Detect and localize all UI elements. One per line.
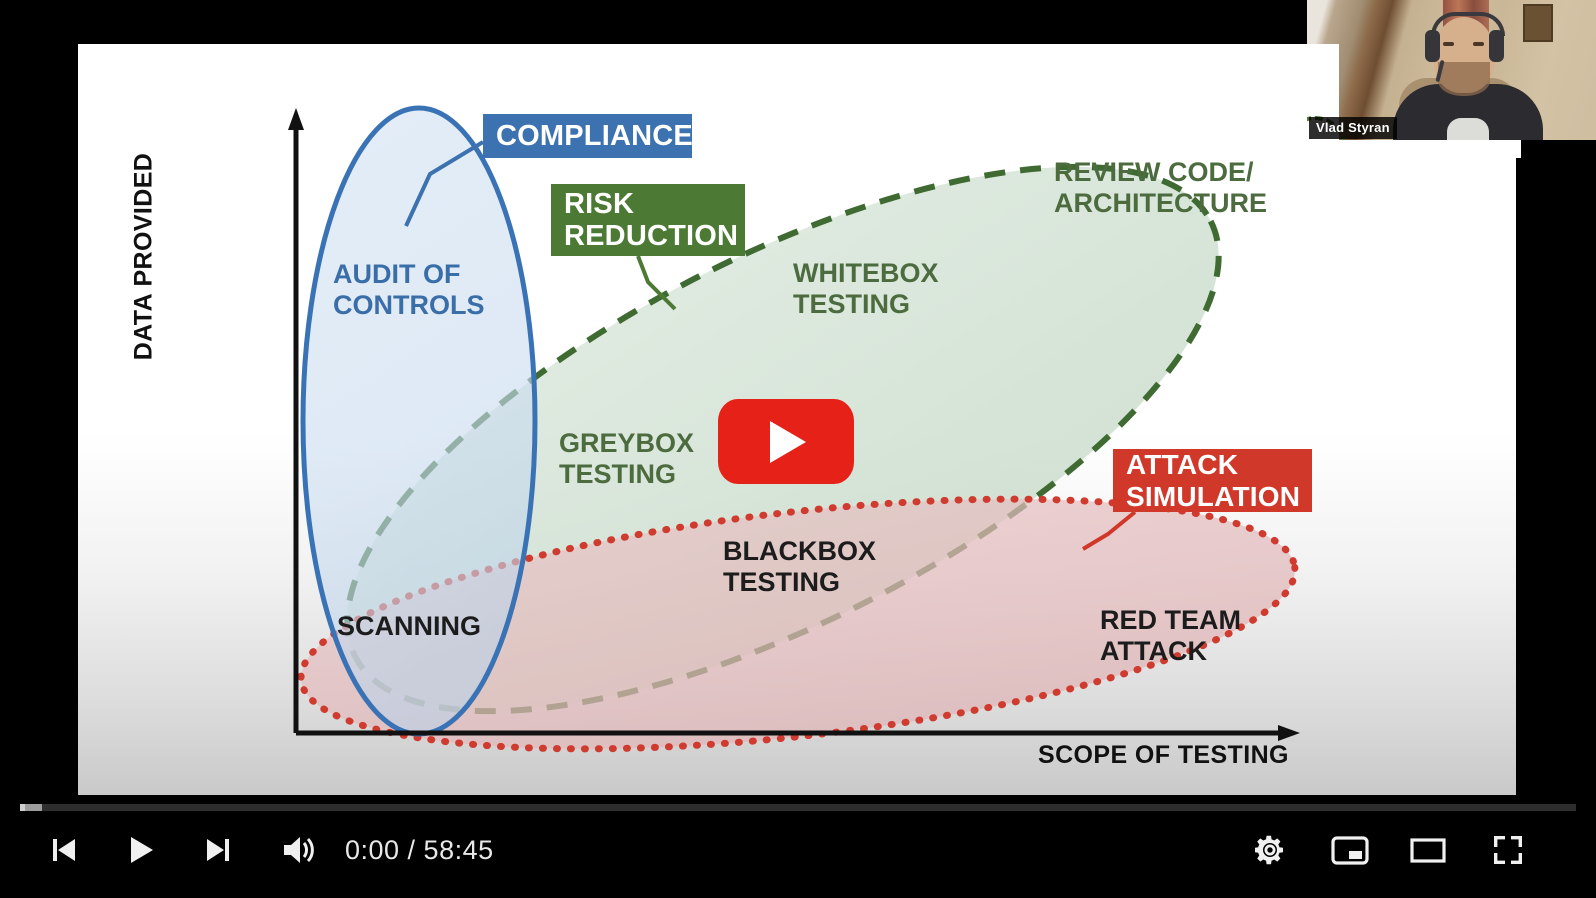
region-label-review-code-architecture: REVIEW CODE/ ARCHITECTURE <box>1054 157 1267 218</box>
y-axis-title: DATA PROVIDED <box>129 152 158 361</box>
previous-icon <box>48 834 80 866</box>
player-control-bar: 0:00 / 58:45 <box>0 792 1596 898</box>
theater-icon <box>1409 834 1447 866</box>
miniplayer-icon <box>1331 834 1369 866</box>
progress-bar-track[interactable] <box>20 804 1576 811</box>
fullscreen-button[interactable] <box>1480 826 1536 874</box>
settings-button[interactable] <box>1244 826 1296 874</box>
region-label-blackbox-testing: BLACKBOX TESTING <box>723 536 876 597</box>
play-triangle-icon <box>770 421 806 463</box>
fullscreen-icon <box>1491 833 1525 867</box>
volume-icon <box>281 834 317 866</box>
webcam-person-beard <box>1438 62 1490 96</box>
previous-button[interactable] <box>38 826 90 874</box>
callout-attack-simulation: ATTACK SIMULATION <box>1113 449 1312 512</box>
play-icon <box>124 833 158 867</box>
youtube-play-button-overlay[interactable] <box>718 399 854 484</box>
region-label-whitebox-testing: WHITEBOX TESTING <box>793 258 939 319</box>
region-label-greybox-testing: GREYBOX TESTING <box>559 428 695 489</box>
callout-compliance: COMPLIANCE <box>483 114 693 158</box>
headphone-earcup-left <box>1425 30 1440 62</box>
play-button[interactable] <box>112 826 170 874</box>
webcam-bottom-black-strip <box>1521 140 1596 158</box>
webcam-overlay[interactable]: Vlad Styran <box>1307 0 1596 158</box>
gear-icon <box>1253 833 1287 867</box>
next-icon <box>202 834 234 866</box>
mute-button[interactable] <box>272 826 326 874</box>
callout-leader-lines <box>404 140 1137 551</box>
progress-bar-buffered <box>20 804 42 811</box>
webcam-person-eye-right <box>1473 42 1484 46</box>
time-display: 0:00 / 58:45 <box>345 834 494 865</box>
x-axis-title: SCOPE OF TESTING <box>1038 741 1289 769</box>
webcam-wall-picture <box>1523 4 1553 42</box>
headphone-earcup-right <box>1489 30 1504 62</box>
theater-mode-button[interactable] <box>1400 826 1456 874</box>
miniplayer-button[interactable] <box>1322 826 1378 874</box>
progress-bar-played <box>20 804 26 811</box>
webcam-person-eye-left <box>1443 42 1454 46</box>
webcam-participant-name: Vlad Styran <box>1309 117 1397 139</box>
callout-risk-reduction: RISK REDUCTION <box>551 184 745 256</box>
region-label-red-team-attack: RED TEAM ATTACK <box>1100 605 1241 666</box>
next-button[interactable] <box>192 826 244 874</box>
region-label-scanning: SCANNING <box>337 611 482 641</box>
diagram-axes <box>288 108 1300 741</box>
webcam-bottom-strip <box>1307 140 1521 158</box>
region-label-audit-of-controls: AUDIT OF CONTROLS <box>333 259 485 320</box>
